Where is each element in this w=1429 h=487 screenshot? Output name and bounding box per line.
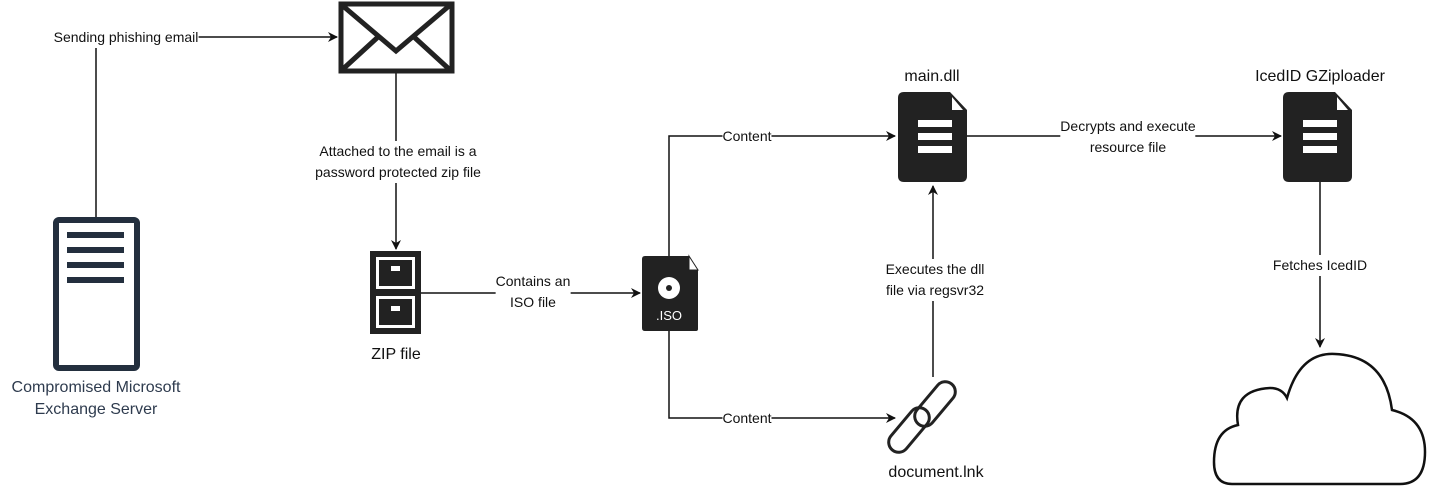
edge-attached-label: Attached to the email is a password prote… — [315, 141, 481, 183]
edge-send-label: Sending phishing email — [53, 27, 199, 48]
link-icon — [887, 380, 957, 454]
cloud-icon — [1212, 352, 1427, 486]
server-label-line2: Exchange Server — [34, 401, 158, 418]
envelope-icon — [338, 1, 455, 74]
iso-badge: .ISO — [655, 308, 683, 323]
gziploader-label: IcedID GZiploader — [1255, 66, 1385, 87]
decrypts-line1: Decrypts and execute — [1060, 118, 1196, 134]
server-icon — [53, 217, 140, 371]
iso-file-icon — [642, 254, 699, 331]
server-label-line1: Compromised Microsoft — [11, 379, 181, 396]
contains-line1: Contains an — [495, 273, 571, 289]
edge-decrypts-label: Decrypts and execute resource file — [1060, 116, 1196, 158]
attached-line2: password protected zip file — [315, 164, 481, 180]
edge-executes-label: Executes the dll file via regsvr32 — [885, 259, 985, 301]
gziploader-document-icon — [1283, 92, 1352, 182]
edge-contains-label: Contains an ISO file — [495, 271, 571, 313]
contains-line2: ISO file — [510, 294, 556, 310]
edge-content-bottom-label: Content — [722, 408, 772, 429]
edge-content-top — [668, 131, 896, 256]
edge-content-bottom — [668, 330, 896, 423]
main-dll-document-icon — [898, 92, 967, 182]
edge-fetches-label: Fetches IcedID — [1272, 255, 1368, 276]
executes-line1: Executes the dll — [885, 261, 985, 277]
attached-line1: Attached to the email is a — [319, 143, 477, 159]
zip-label: ZIP file — [371, 344, 421, 365]
executes-line2: file via regsvr32 — [885, 282, 985, 298]
file-cabinet-icon — [370, 251, 421, 334]
main-dll-label: main.dll — [904, 66, 960, 87]
decrypts-line2: resource file — [1089, 139, 1167, 155]
edge-send — [95, 32, 338, 218]
lnk-label: document.lnk — [888, 462, 984, 483]
edge-content-top-label: Content — [722, 126, 772, 147]
